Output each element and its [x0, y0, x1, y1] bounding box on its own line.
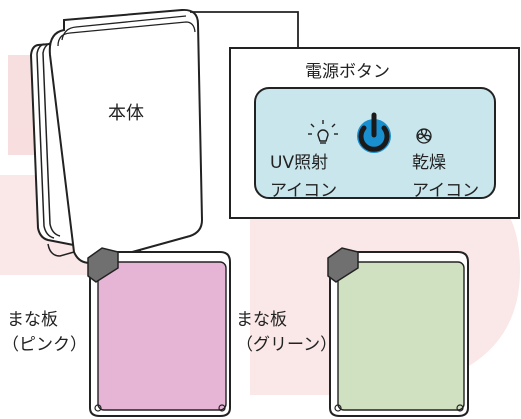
- dry-icon-label-line2: アイコン: [412, 181, 480, 201]
- pink-board-label-line1: まな板: [7, 310, 58, 330]
- sun-icon: [308, 120, 338, 144]
- cutting-board-pink: [87, 247, 231, 417]
- green-board-label-line2: （グリーン）: [236, 335, 338, 355]
- main-unit-label: 本体: [108, 103, 144, 124]
- power-icon: [357, 112, 391, 153]
- power-button-title: 電源ボタン: [305, 62, 390, 82]
- uv-icon-label-line1: UV照射: [270, 153, 329, 173]
- cutting-board-green: [327, 247, 469, 417]
- fan-icon: [416, 128, 432, 144]
- dry-icon-label-line1: 乾燥: [412, 153, 446, 173]
- pink-board-label-line2: （ピンク）: [2, 335, 87, 355]
- green-board-label-line1: まな板: [236, 310, 287, 330]
- callout-leader-line: [190, 11, 299, 48]
- uv-icon-label-line2: アイコン: [270, 181, 338, 201]
- main-unit: [29, 8, 204, 264]
